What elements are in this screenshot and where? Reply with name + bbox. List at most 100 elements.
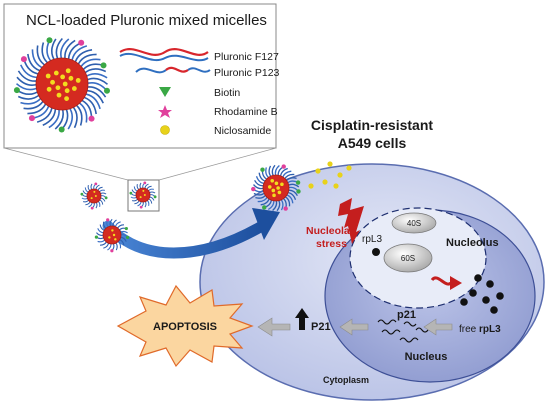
niclosamide-payload bbox=[45, 73, 51, 79]
free-rpl3-dot bbox=[469, 289, 477, 297]
free-rpl3-dot bbox=[460, 298, 468, 306]
cell-title-line2: A549 cells bbox=[338, 135, 407, 151]
polymer-red-segment bbox=[165, 66, 189, 73]
micelle-core bbox=[102, 225, 122, 245]
ligand-tip bbox=[78, 39, 85, 46]
green-triangle-icon bbox=[159, 87, 171, 97]
niclosamide-payload bbox=[108, 236, 111, 239]
niclosamide-payload bbox=[65, 68, 71, 74]
red-polymer-chain-icon bbox=[119, 48, 209, 56]
ligand-tip bbox=[262, 205, 267, 210]
ligand-tip bbox=[94, 182, 98, 186]
p21-cytoplasm-label: P21 bbox=[311, 321, 331, 333]
niclosamide-payload bbox=[143, 194, 146, 196]
niclosamide-payload bbox=[111, 229, 114, 232]
ligand-tip bbox=[260, 167, 265, 172]
niclosamide-dot bbox=[337, 172, 343, 178]
ligand-tip bbox=[13, 87, 20, 94]
ligand-tip bbox=[46, 37, 53, 44]
ligand-tip bbox=[143, 181, 147, 185]
apoptosis-label: APOPTOSIS bbox=[153, 321, 217, 333]
zoom-line-right bbox=[158, 147, 277, 181]
legend-label-niclosamide: Niclosamide bbox=[214, 125, 271, 137]
rpl3-dot-icon bbox=[372, 248, 380, 256]
release-arrow-head bbox=[450, 276, 462, 290]
niclosamide-payload bbox=[142, 189, 145, 192]
free-rpl3-dot bbox=[486, 280, 494, 288]
ligand-tip bbox=[100, 62, 107, 69]
ribosome-60s-label: 60S bbox=[401, 254, 415, 263]
cell-title-line1: Cisplatin-resistant bbox=[311, 117, 433, 133]
large-micelle-icon bbox=[13, 37, 110, 133]
legend-label-p123: Pluronic P123 bbox=[214, 67, 280, 79]
ligand-tip bbox=[103, 87, 110, 94]
ligand-tip bbox=[90, 206, 94, 210]
legend-label-f127: Pluronic F127 bbox=[214, 51, 279, 63]
niclosamide-dot bbox=[308, 183, 314, 189]
nucleolar-stress-bolt-icon bbox=[338, 198, 364, 244]
ligand-tip bbox=[153, 195, 157, 199]
niclosamide-payload bbox=[274, 181, 279, 186]
ligand-tip bbox=[104, 196, 108, 200]
niclosamide-dot bbox=[346, 165, 352, 171]
ligand-tip bbox=[124, 226, 128, 231]
stress-label-line1: Nucleolar bbox=[306, 225, 354, 237]
free-rpl3-dot bbox=[482, 296, 490, 304]
ligand-tip bbox=[88, 115, 95, 122]
blue-polymer-chain-icon bbox=[135, 67, 167, 74]
niclosamide-dot bbox=[322, 179, 328, 185]
ligand-tip bbox=[251, 186, 256, 192]
ligand-tip bbox=[139, 205, 143, 209]
grey-arrow-apoptosis bbox=[257, 317, 291, 337]
ligand-tip bbox=[94, 235, 98, 239]
niclosamide-payload bbox=[277, 190, 282, 195]
niclosamide-payload bbox=[139, 196, 142, 199]
micelle-core bbox=[35, 57, 89, 111]
polymer-blue-segment bbox=[187, 67, 211, 73]
p21-nucleus-label: p21 bbox=[397, 309, 416, 321]
ribosome-40s-icon bbox=[391, 212, 437, 234]
upregulation-arrow-icon bbox=[295, 308, 309, 330]
free-rpl3-dot bbox=[474, 274, 482, 282]
mrna-squiggle-icon bbox=[399, 337, 419, 343]
niclosamide-payload bbox=[267, 185, 272, 189]
niclosamide-payload bbox=[56, 92, 62, 98]
zoom-line-left bbox=[3, 147, 129, 181]
polymer-arm bbox=[268, 165, 273, 178]
mrna-squiggle-icon bbox=[403, 321, 417, 327]
niclosamide-payload bbox=[46, 86, 52, 92]
niclosamide-dot bbox=[333, 183, 339, 189]
niclosamide-payload bbox=[280, 182, 284, 187]
niclosamide-payload bbox=[112, 233, 116, 237]
niclosamide-payload bbox=[75, 78, 81, 83]
ligand-tip bbox=[296, 189, 301, 194]
free-rpl3-dot bbox=[490, 306, 498, 314]
ligand-tip bbox=[129, 191, 133, 195]
ligand-tip bbox=[80, 192, 84, 196]
niclosamide-dot bbox=[327, 161, 333, 167]
niclosamide-payload bbox=[71, 86, 77, 91]
uptake-arrow-head bbox=[252, 208, 280, 240]
pink-star-icon bbox=[158, 105, 172, 118]
niclosamide-payload bbox=[62, 81, 68, 87]
niclosamide-payload bbox=[68, 75, 74, 81]
niclosamide-payload bbox=[64, 96, 69, 102]
niclosamide-payload bbox=[271, 188, 276, 193]
niclosamide-payload bbox=[276, 186, 280, 190]
yellow-dot-icon bbox=[160, 125, 170, 135]
ligand-tip bbox=[281, 164, 286, 169]
micelle-internalized-icon bbox=[251, 164, 301, 212]
inset-title: NCL-loaded Pluronic mixed micelles bbox=[26, 12, 267, 29]
nucleus-label: Nucleus bbox=[405, 351, 448, 363]
niclosamide-payload bbox=[93, 190, 96, 193]
ligand-tip bbox=[58, 126, 65, 133]
ribosome-60s-icon bbox=[383, 243, 433, 273]
niclosamide-payload bbox=[94, 195, 97, 197]
rpl3-label: rpL3 bbox=[362, 234, 382, 245]
nucleolus-label: Nucleolus bbox=[446, 237, 499, 249]
niclosamide-payload bbox=[270, 178, 275, 183]
apoptosis-burst-icon bbox=[116, 284, 254, 368]
ligand-tip bbox=[110, 249, 114, 253]
